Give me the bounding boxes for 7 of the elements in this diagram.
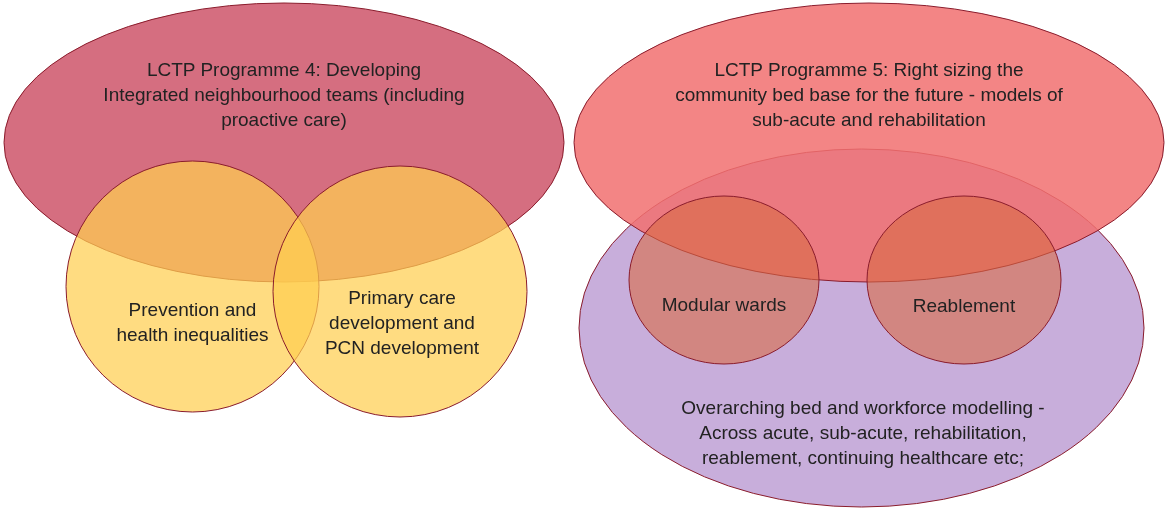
venn-label: Primary care development and PCN development [323,286,481,360]
venn-label: Prevention and health inequalities [115,298,270,347]
venn-label: Overarching bed and workforce modelling - Across acute, sub-acute, rehabilitation, reablement, continuing healthcare etc; [680,396,1046,470]
venn-label: Modular wards [660,293,788,317]
venn-label: LCTP Programme 4: Developing Integrated neighbourhood teams (including proactive care) [103,58,465,132]
venn-label: LCTP Programme 5: Right sizing the community bed base for the future - models of sub-acute and rehabilitation [674,58,1064,132]
venn-label: Reablement [911,294,1017,318]
